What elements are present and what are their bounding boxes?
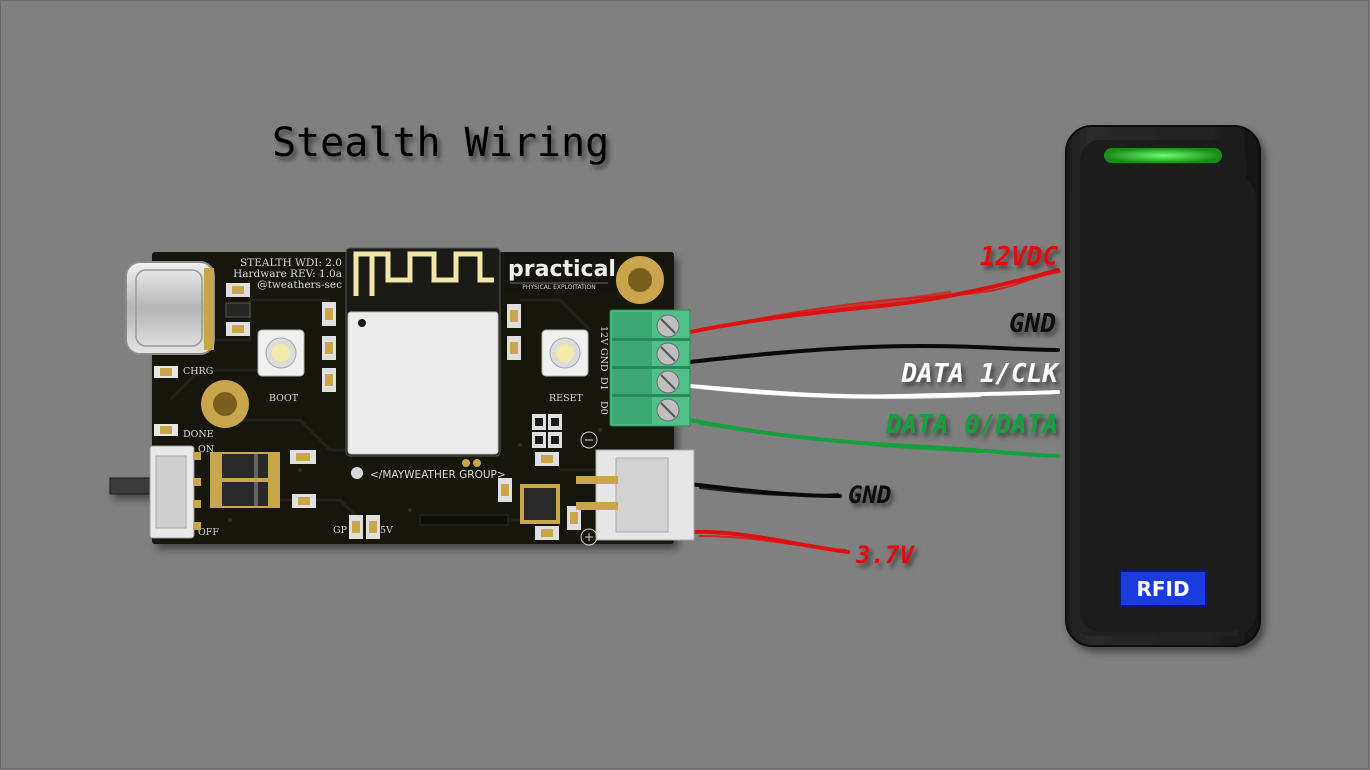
smd-components [225,283,581,540]
regulator-ic [520,484,560,524]
wire-data0 [688,418,1060,458]
page-title: Stealth Wiring [272,120,609,166]
label-12vdc: 12VDC [980,242,1059,272]
label-gp: GP [333,525,348,536]
board-author-text: @tweathers-sec [257,279,342,291]
boot-button[interactable] [257,329,305,377]
done-led [154,424,178,436]
label-5v: 5V [380,525,393,536]
wires [688,268,1061,554]
terminal-label-12v: 12V [598,326,609,345]
wifi-module [345,247,501,457]
board-name-text: STEALTH WDI: 2.0 [240,257,342,269]
terminal-label-gnd: GND [598,348,609,372]
board-rev-text: Hardware REV: 1.0a [233,268,342,280]
label-data1-clk: DATA 1/CLK [900,359,1060,389]
practical-brand-text: practical [508,257,616,282]
module-shield [347,311,499,455]
reader-status-led [1104,148,1222,163]
label-off: OFF [198,527,219,538]
label-boot: BOOT [269,393,299,404]
power-slide-switch[interactable] [149,445,201,539]
pcb-details: STEALTH WDI: 2.0 Hardware REV: 1.0a @twe… [125,247,695,546]
wire-data1 [688,384,1060,399]
mounting-hole-left [201,380,249,428]
rfid-badge: RFID [1119,570,1207,607]
rfid-badge-text: RFID [1136,577,1189,601]
label-gnd-battery: GND [848,481,891,509]
antenna-trace [353,251,494,296]
practical-tagline-text: PHYSICAL EXPLOITATION [522,284,596,291]
chrg-led [154,366,178,378]
label-data0-data: DATA 0/DATA [885,410,1058,440]
reset-button[interactable] [541,329,589,377]
practical-logo: practical PHYSICAL EXPLOITATION [505,252,616,292]
rfid-reader [1065,125,1261,647]
mounting-hole-top-right [616,256,664,304]
label-on: ON [198,444,214,455]
label-gnd-reader: GND [1009,309,1056,339]
wire-12v [688,268,1061,334]
mayweather-group-logo: </MAYWEATHER GROUP> [351,459,506,481]
terminal-label-d1: D1 [598,377,609,391]
label-reset: RESET [549,393,584,404]
screw-terminal-block[interactable] [609,309,691,427]
wire-gnd-battery [688,482,842,498]
label-done: DONE [183,429,214,440]
power-diodes [210,452,280,508]
battery-connector[interactable] [576,431,695,546]
pin-header [419,514,509,526]
wire-3v7 [688,529,850,554]
label-chrg: CHRG [183,366,213,377]
terminal-screws [656,314,680,422]
usb-c-connector[interactable] [125,261,215,355]
terminal-label-d0: D0 [598,401,609,415]
wire-gnd-reader [688,343,1060,364]
label-3v7: 3.7V [855,541,915,569]
mayweather-group-text: </MAYWEATHER GROUP> [370,469,506,481]
